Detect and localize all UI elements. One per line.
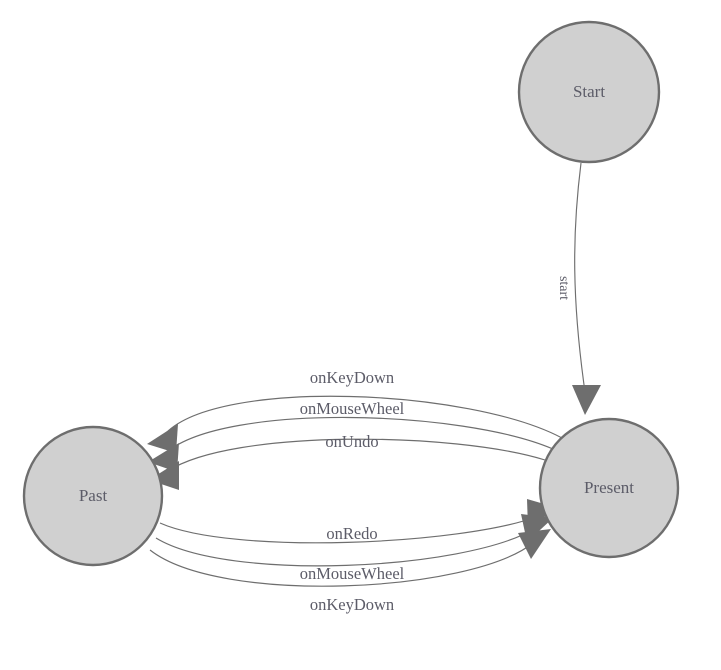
edge-onmousewheel-to-past-arrowhead bbox=[148, 443, 179, 472]
edge-onkeydown-to-present-arrowhead bbox=[518, 529, 551, 559]
edge-start-arrowhead bbox=[572, 385, 601, 415]
edge-start-path bbox=[574, 162, 586, 393]
node-present-circle bbox=[538, 417, 680, 559]
edge-onmousewheel-to-present-path bbox=[155, 528, 535, 567]
edge-onkeydown-to-past-arrowhead bbox=[147, 424, 178, 453]
node-start-circle bbox=[517, 20, 661, 164]
node-start-label: Start bbox=[573, 82, 605, 101]
node-present-label: Present bbox=[584, 478, 634, 497]
node-past-circle bbox=[22, 425, 164, 567]
node-present[interactable]: Present bbox=[538, 417, 680, 559]
node-past-label: Past bbox=[79, 486, 108, 505]
edge-label-onundo: onUndo bbox=[325, 432, 378, 451]
edge-start-label: start bbox=[556, 276, 571, 300]
edge-onundo-to-past-path bbox=[167, 438, 546, 472]
edge-label-onmousewheel-lower: onMouseWheel bbox=[300, 564, 405, 583]
edge-start[interactable]: start bbox=[556, 162, 601, 415]
edge-onkeydown-to-past[interactable] bbox=[147, 395, 563, 453]
edge-label-onkeydown-lower: onKeyDown bbox=[310, 595, 394, 614]
edge-label-onredo: onRedo bbox=[326, 524, 377, 543]
edge-onkeydown-to-past-path bbox=[165, 395, 563, 439]
edge-onredo-to-present-path bbox=[159, 515, 540, 544]
node-past[interactable]: Past bbox=[22, 425, 164, 567]
edge-onkeydown-to-present[interactable] bbox=[149, 529, 551, 587]
edge-label-onmousewheel-upper: onMouseWheel bbox=[300, 399, 405, 418]
edge-onkeydown-to-present-path bbox=[149, 542, 534, 587]
edge-onundo-to-past-arrowhead bbox=[149, 461, 179, 490]
edge-onmousewheel-to-past[interactable] bbox=[148, 416, 554, 472]
edge-onmousewheel-to-past-path bbox=[166, 416, 554, 453]
edge-onundo-to-past[interactable] bbox=[149, 438, 546, 490]
edge-label-onkeydown-upper: onKeyDown bbox=[310, 368, 394, 387]
node-start[interactable]: Start bbox=[517, 20, 661, 164]
